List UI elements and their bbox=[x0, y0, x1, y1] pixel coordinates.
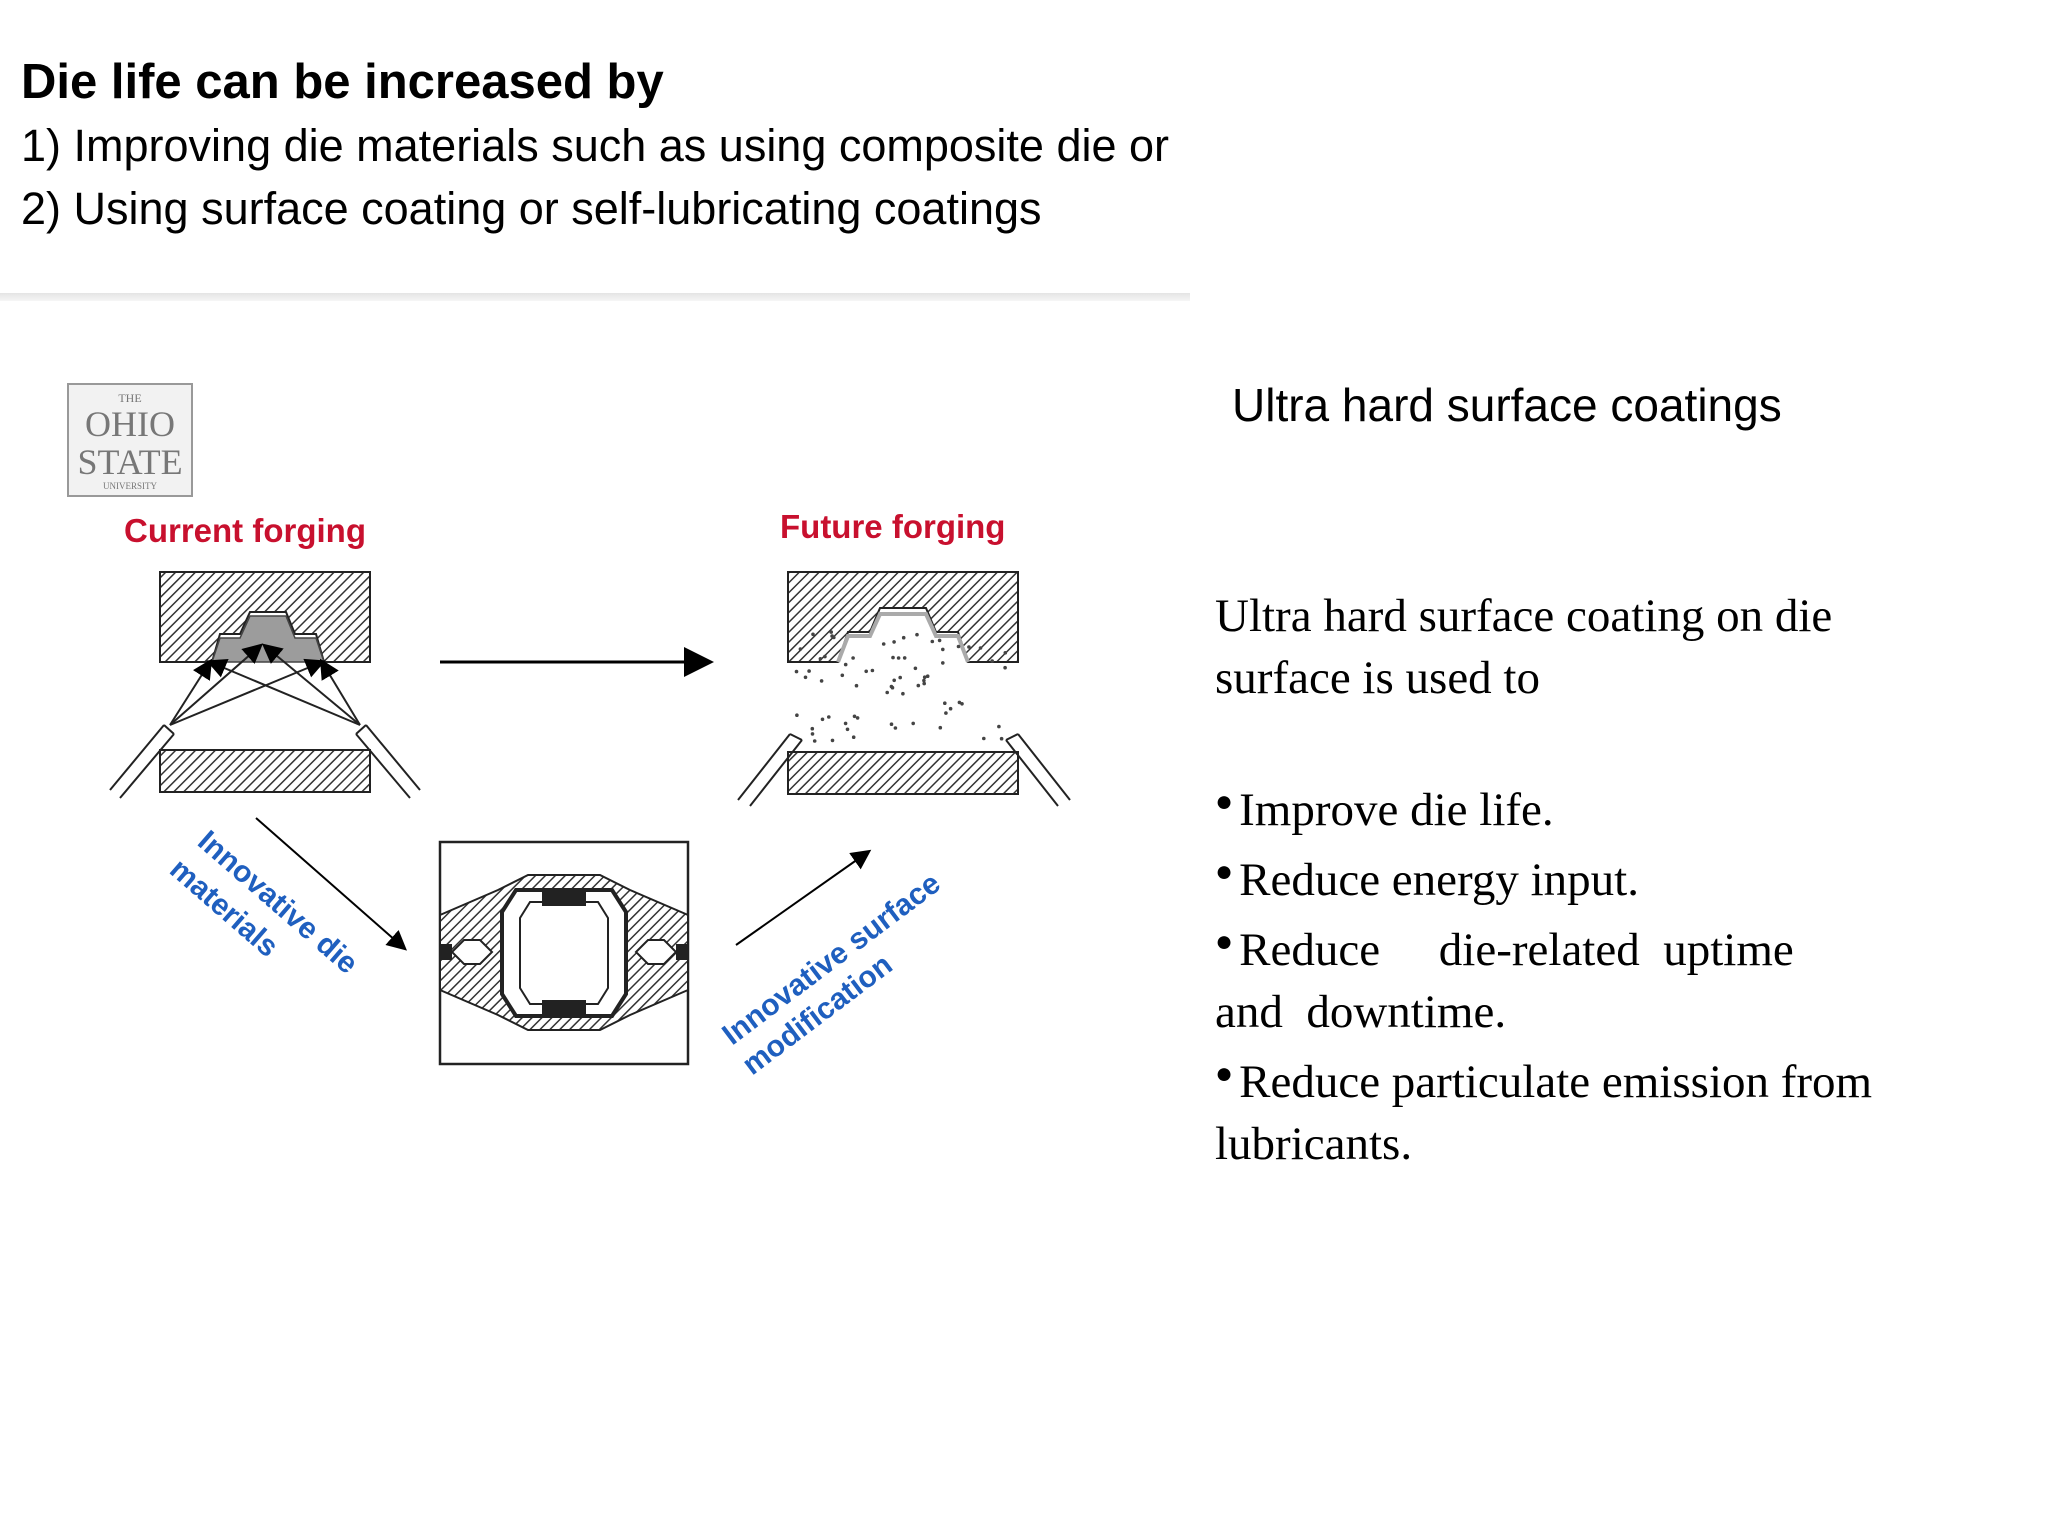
intro-line-2: surface is used to bbox=[1215, 652, 1540, 704]
particle-dot bbox=[930, 639, 935, 644]
particle-dot bbox=[916, 683, 921, 688]
particle-dot bbox=[898, 675, 902, 680]
particle-dot bbox=[915, 632, 919, 637]
particle-dot bbox=[901, 635, 906, 640]
svg-text:UNIVERSITY: UNIVERSITY bbox=[103, 481, 157, 491]
particle-dot bbox=[941, 661, 945, 665]
bullet-continuation: and downtime. bbox=[1215, 986, 1507, 1038]
particle-dot bbox=[870, 668, 875, 673]
particle-dot bbox=[922, 681, 926, 686]
future-forging-label: Future forging bbox=[780, 508, 1005, 545]
particle-dot bbox=[829, 630, 833, 634]
particle-dot bbox=[830, 634, 834, 638]
point-one: 1) Improving die materials such as using… bbox=[21, 120, 1170, 171]
particle-dot bbox=[982, 736, 986, 741]
particle-dot bbox=[956, 644, 961, 649]
bullet-dot-icon: ● bbox=[1215, 925, 1234, 958]
particle-dot bbox=[840, 673, 845, 678]
particle-dot bbox=[941, 647, 945, 652]
particle-dot bbox=[843, 662, 848, 667]
slide-heading: Die life can be increased by bbox=[21, 55, 664, 109]
bullet-dot-icon: ● bbox=[1215, 1057, 1234, 1090]
particle-dot bbox=[810, 732, 815, 736]
particle-dot bbox=[795, 713, 799, 717]
particle-dot bbox=[889, 684, 894, 689]
particle-dot bbox=[794, 669, 799, 674]
particle-dot bbox=[855, 716, 860, 720]
particle-dot bbox=[851, 656, 855, 660]
particle-dot bbox=[1003, 651, 1008, 655]
bullet-item: ●Reduce particulate emission from bbox=[1215, 1056, 1873, 1108]
particle-dot bbox=[812, 739, 817, 743]
particle-dot bbox=[820, 717, 825, 722]
particle-dot bbox=[893, 726, 898, 730]
particle-dot bbox=[854, 683, 859, 688]
particle-dot bbox=[892, 640, 896, 644]
particle-dot bbox=[810, 726, 815, 731]
particle-dot bbox=[891, 655, 895, 660]
current-die-illustration bbox=[109, 571, 421, 799]
particle-dot bbox=[852, 714, 857, 719]
particle-dot bbox=[937, 638, 942, 643]
bullet-continuation: lubricants. bbox=[1215, 1118, 1413, 1170]
particle-dot bbox=[864, 669, 868, 674]
bullet-dot-icon: ● bbox=[1215, 855, 1234, 888]
particle-dot bbox=[938, 725, 943, 730]
particle-dot bbox=[896, 656, 901, 660]
particle-dot bbox=[943, 701, 947, 705]
particle-dot bbox=[999, 736, 1004, 741]
particle-dot bbox=[913, 666, 918, 671]
coating-benefits: Ultra hard surface coating on die surfac… bbox=[1215, 585, 1975, 1175]
particle-dot bbox=[1003, 665, 1007, 670]
particle-dot bbox=[948, 706, 953, 711]
bullet-item: ●Reduce energy input. bbox=[1215, 854, 1639, 906]
particle-dot bbox=[902, 656, 907, 660]
particle-dot bbox=[803, 675, 808, 680]
particle-dot bbox=[990, 659, 994, 663]
svg-text:THE: THE bbox=[118, 391, 141, 405]
surface-modification-arrow bbox=[735, 849, 872, 946]
particle-dot bbox=[843, 721, 848, 726]
particle-dot bbox=[967, 645, 971, 649]
current-forging-label: Current forging bbox=[124, 512, 366, 549]
svg-text:OHIO: OHIO bbox=[85, 404, 175, 444]
particle-dot bbox=[827, 715, 831, 719]
particle-dot bbox=[851, 735, 856, 739]
coatings-title: Ultra hard surface coatings bbox=[1232, 379, 1782, 431]
composite-die-illustration bbox=[438, 840, 690, 1066]
bullet-dot-icon: ● bbox=[1215, 785, 1234, 818]
particle-dot bbox=[889, 722, 894, 726]
particle-dot bbox=[892, 678, 896, 683]
particle-dot bbox=[807, 669, 811, 673]
particle-dot bbox=[944, 711, 948, 715]
point-two: 2) Using surface coating or self-lubrica… bbox=[21, 183, 1042, 234]
particle-dot bbox=[925, 674, 930, 678]
particle-dot bbox=[819, 679, 824, 683]
particle-dot bbox=[997, 724, 1001, 729]
particle-dot bbox=[845, 727, 850, 732]
particle-dot bbox=[811, 632, 815, 637]
particle-dot bbox=[957, 700, 962, 705]
particle-dot bbox=[922, 675, 927, 679]
university-logo: THE OHIO STATE UNIVERSITY bbox=[67, 383, 193, 497]
svg-text:STATE: STATE bbox=[77, 442, 182, 482]
divider bbox=[0, 293, 1190, 301]
particle-dot bbox=[901, 691, 905, 696]
particle-dot bbox=[818, 657, 823, 661]
forging-diagram: THE OHIO STATE UNIVERSITY Current forgin… bbox=[60, 370, 1100, 1130]
bullet-item: ●Reduce die-related uptime bbox=[1215, 924, 1794, 976]
particle-dot bbox=[911, 721, 915, 726]
particle-dot bbox=[922, 678, 926, 683]
particle-dot bbox=[885, 690, 889, 695]
die-materials-arrow bbox=[255, 817, 408, 951]
particle-dot bbox=[978, 646, 983, 650]
particle-dot bbox=[881, 642, 886, 646]
intro-line-1: Ultra hard surface coating on die bbox=[1215, 590, 1833, 642]
particle-dot bbox=[798, 647, 803, 651]
bullet-item: ●Improve die life. bbox=[1215, 784, 1554, 836]
future-die-illustration bbox=[737, 571, 1071, 807]
particle-dot bbox=[823, 654, 827, 659]
particle-dot bbox=[830, 738, 835, 743]
